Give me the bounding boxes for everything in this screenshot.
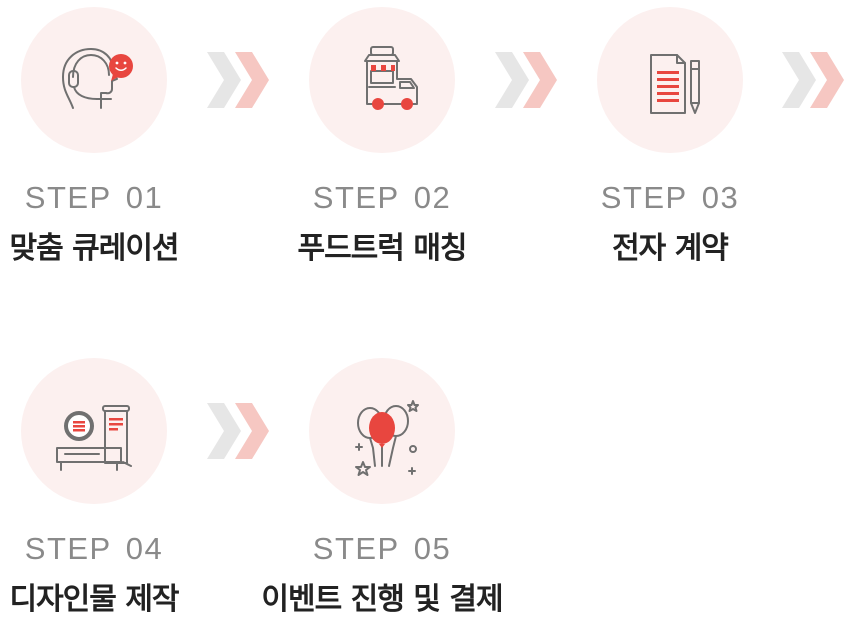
step-icon-circle	[597, 7, 743, 153]
step-icon-circle	[21, 7, 167, 153]
next-arrow-icon	[495, 52, 557, 108]
next-arrow-icon	[782, 52, 844, 108]
step-title: 맞춤 큐레이션	[9, 231, 179, 266]
step-icon-circle	[309, 7, 455, 153]
step-title: 푸드트럭 매칭	[297, 231, 467, 266]
step-title: 이벤트 진행 및 결제	[261, 582, 503, 617]
step-icon-circle	[21, 358, 167, 504]
headset-chat-icon	[62, 48, 133, 109]
food-truck-icon	[364, 46, 418, 110]
step-title: 디자인물 제작	[9, 582, 179, 617]
balloons-icon	[355, 400, 419, 476]
step-icon-circle	[309, 358, 455, 504]
design-printer-icon	[56, 405, 132, 471]
next-arrow-icon	[207, 52, 269, 108]
next-arrow-icon	[207, 403, 269, 459]
step-title: 전자 계약	[612, 231, 729, 266]
contract-document-icon	[650, 54, 700, 114]
